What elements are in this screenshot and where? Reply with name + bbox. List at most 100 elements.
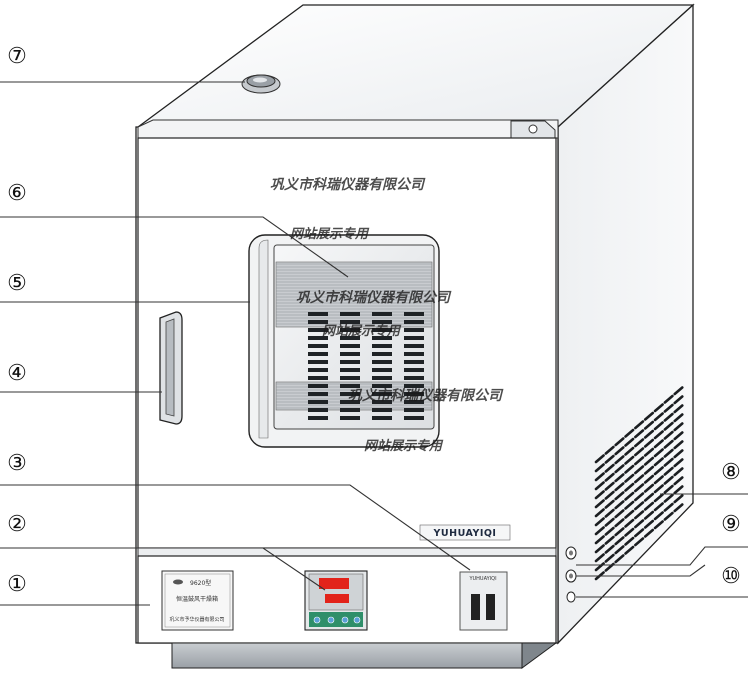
vent-louver: [594, 483, 686, 563]
duct-slot: [404, 416, 424, 420]
duct-slot: [308, 312, 328, 316]
key-up-button[interactable]: [353, 616, 361, 624]
callout-10: ⑩: [721, 564, 741, 589]
callout-6: ⑥: [7, 181, 27, 206]
door-bottom-edge: [137, 547, 557, 557]
duct-slot: [340, 368, 360, 372]
vent-louver: [594, 411, 686, 491]
key-set-button[interactable]: [313, 616, 321, 624]
hinge-screw-icon: [528, 124, 538, 134]
pv-readout: [319, 578, 349, 589]
callout-2: ②: [7, 512, 27, 537]
duct-slot: [372, 368, 392, 372]
switch-label: YUHUAYIQI: [468, 576, 496, 582]
callout-labels: ⑦ ⑥ ⑤ ④ ③ ② ① ⑧ ⑨ ⑩: [7, 44, 741, 597]
base-plinth: [171, 642, 558, 669]
nameplate-model: 9620型: [190, 579, 211, 587]
duct-slot: [308, 400, 328, 404]
duct-slot: [404, 384, 424, 388]
duct-slot: [404, 352, 424, 356]
duct-slot: [308, 392, 328, 396]
nameplate-maker: 巩义市予华仪器有限公司: [169, 616, 224, 623]
vent-louver: [594, 465, 686, 545]
logo-icon: [173, 579, 183, 585]
callout-9: ⑨: [721, 512, 741, 537]
vent-louver: [594, 501, 686, 581]
duct-slot: [340, 312, 360, 316]
duct-slot: [308, 368, 328, 372]
duct-slot: [404, 336, 424, 340]
duct-slot: [340, 384, 360, 388]
duct-slot: [340, 320, 360, 324]
callout-3: ③: [7, 451, 27, 476]
leader-line-9b: [576, 564, 706, 577]
duct-slot: [308, 344, 328, 348]
callout-7: ⑦: [7, 44, 27, 69]
duct-slot: [340, 336, 360, 340]
temperature-controller[interactable]: [304, 570, 368, 631]
vent-louver: [594, 393, 686, 473]
callout-5: ⑤: [7, 271, 27, 296]
duct-slot: [372, 360, 392, 364]
leader-line-9: [576, 546, 748, 566]
vent-louver: [594, 402, 686, 482]
duct-slot: [404, 408, 424, 412]
watermarks: 巩义市科瑞仪器有限公司 网站展示专用 巩义市科瑞仪器有限公司 网站展示专用 巩义…: [270, 176, 504, 454]
duct-slot: [308, 376, 328, 380]
duct-slot: [308, 408, 328, 412]
duct-slot: [404, 360, 424, 364]
duct-slot: [404, 344, 424, 348]
side-port-upper: [565, 546, 577, 560]
exhaust-vent: [241, 74, 281, 94]
duct-slot: [404, 368, 424, 372]
brand-text: YUHUAYIQI: [433, 528, 497, 539]
duct-slot: [340, 416, 360, 420]
power-switch[interactable]: YUHUAYIQI: [459, 571, 508, 631]
key-shift-button[interactable]: [327, 616, 335, 624]
side-port-middle: [565, 569, 577, 583]
vent-louver: [594, 438, 686, 518]
watermark-company-2: 巩义市科瑞仪器有限公司: [296, 289, 452, 306]
vent-louver: [594, 384, 686, 464]
leader-line-3: [0, 484, 471, 571]
watermark-display-2: 网站展示专用: [322, 323, 402, 339]
duct-slot: [308, 328, 328, 332]
keypad-strip: [309, 612, 363, 627]
duct-slot: [340, 408, 360, 412]
leader-lines: [0, 81, 748, 606]
duct-slot: [372, 320, 392, 324]
duct-slot: [340, 400, 360, 404]
duct-slot: [372, 352, 392, 356]
duct-slot: [404, 376, 424, 380]
duct-slot: [308, 352, 328, 356]
duct-slot: [404, 328, 424, 332]
watermark-company-3: 巩义市科瑞仪器有限公司: [348, 387, 504, 404]
key-down-button[interactable]: [341, 616, 349, 624]
duct-slot: [372, 328, 392, 332]
watermark-display-3: 网站展示专用: [364, 438, 444, 454]
duct-slot: [340, 376, 360, 380]
watermark-display-1: 网站展示专用: [290, 226, 370, 242]
duct-slot: [372, 344, 392, 348]
vent-louver: [594, 474, 686, 554]
callout-1: ①: [7, 572, 27, 597]
duct-slot: [372, 384, 392, 388]
duct-slot: [372, 392, 392, 396]
duct-slot: [372, 312, 392, 316]
watermark-company-1: 巩义市科瑞仪器有限公司: [270, 176, 426, 193]
door-handle[interactable]: [159, 311, 183, 425]
vent-louver: [594, 429, 686, 509]
duct-slot: [340, 344, 360, 348]
duct-slot: [372, 336, 392, 340]
air-duct-slots: [308, 312, 424, 420]
duct-slot: [340, 352, 360, 356]
sv-readout: [325, 594, 349, 603]
nameplate: 9620型 恒温鼓风干燥箱 巩义市予华仪器有限公司: [161, 570, 234, 631]
duct-slot: [404, 392, 424, 396]
duct-slot: [308, 360, 328, 364]
vent-louver: [594, 492, 686, 572]
duct-slot: [372, 408, 392, 412]
duct-slot: [340, 392, 360, 396]
duct-slot: [308, 416, 328, 420]
